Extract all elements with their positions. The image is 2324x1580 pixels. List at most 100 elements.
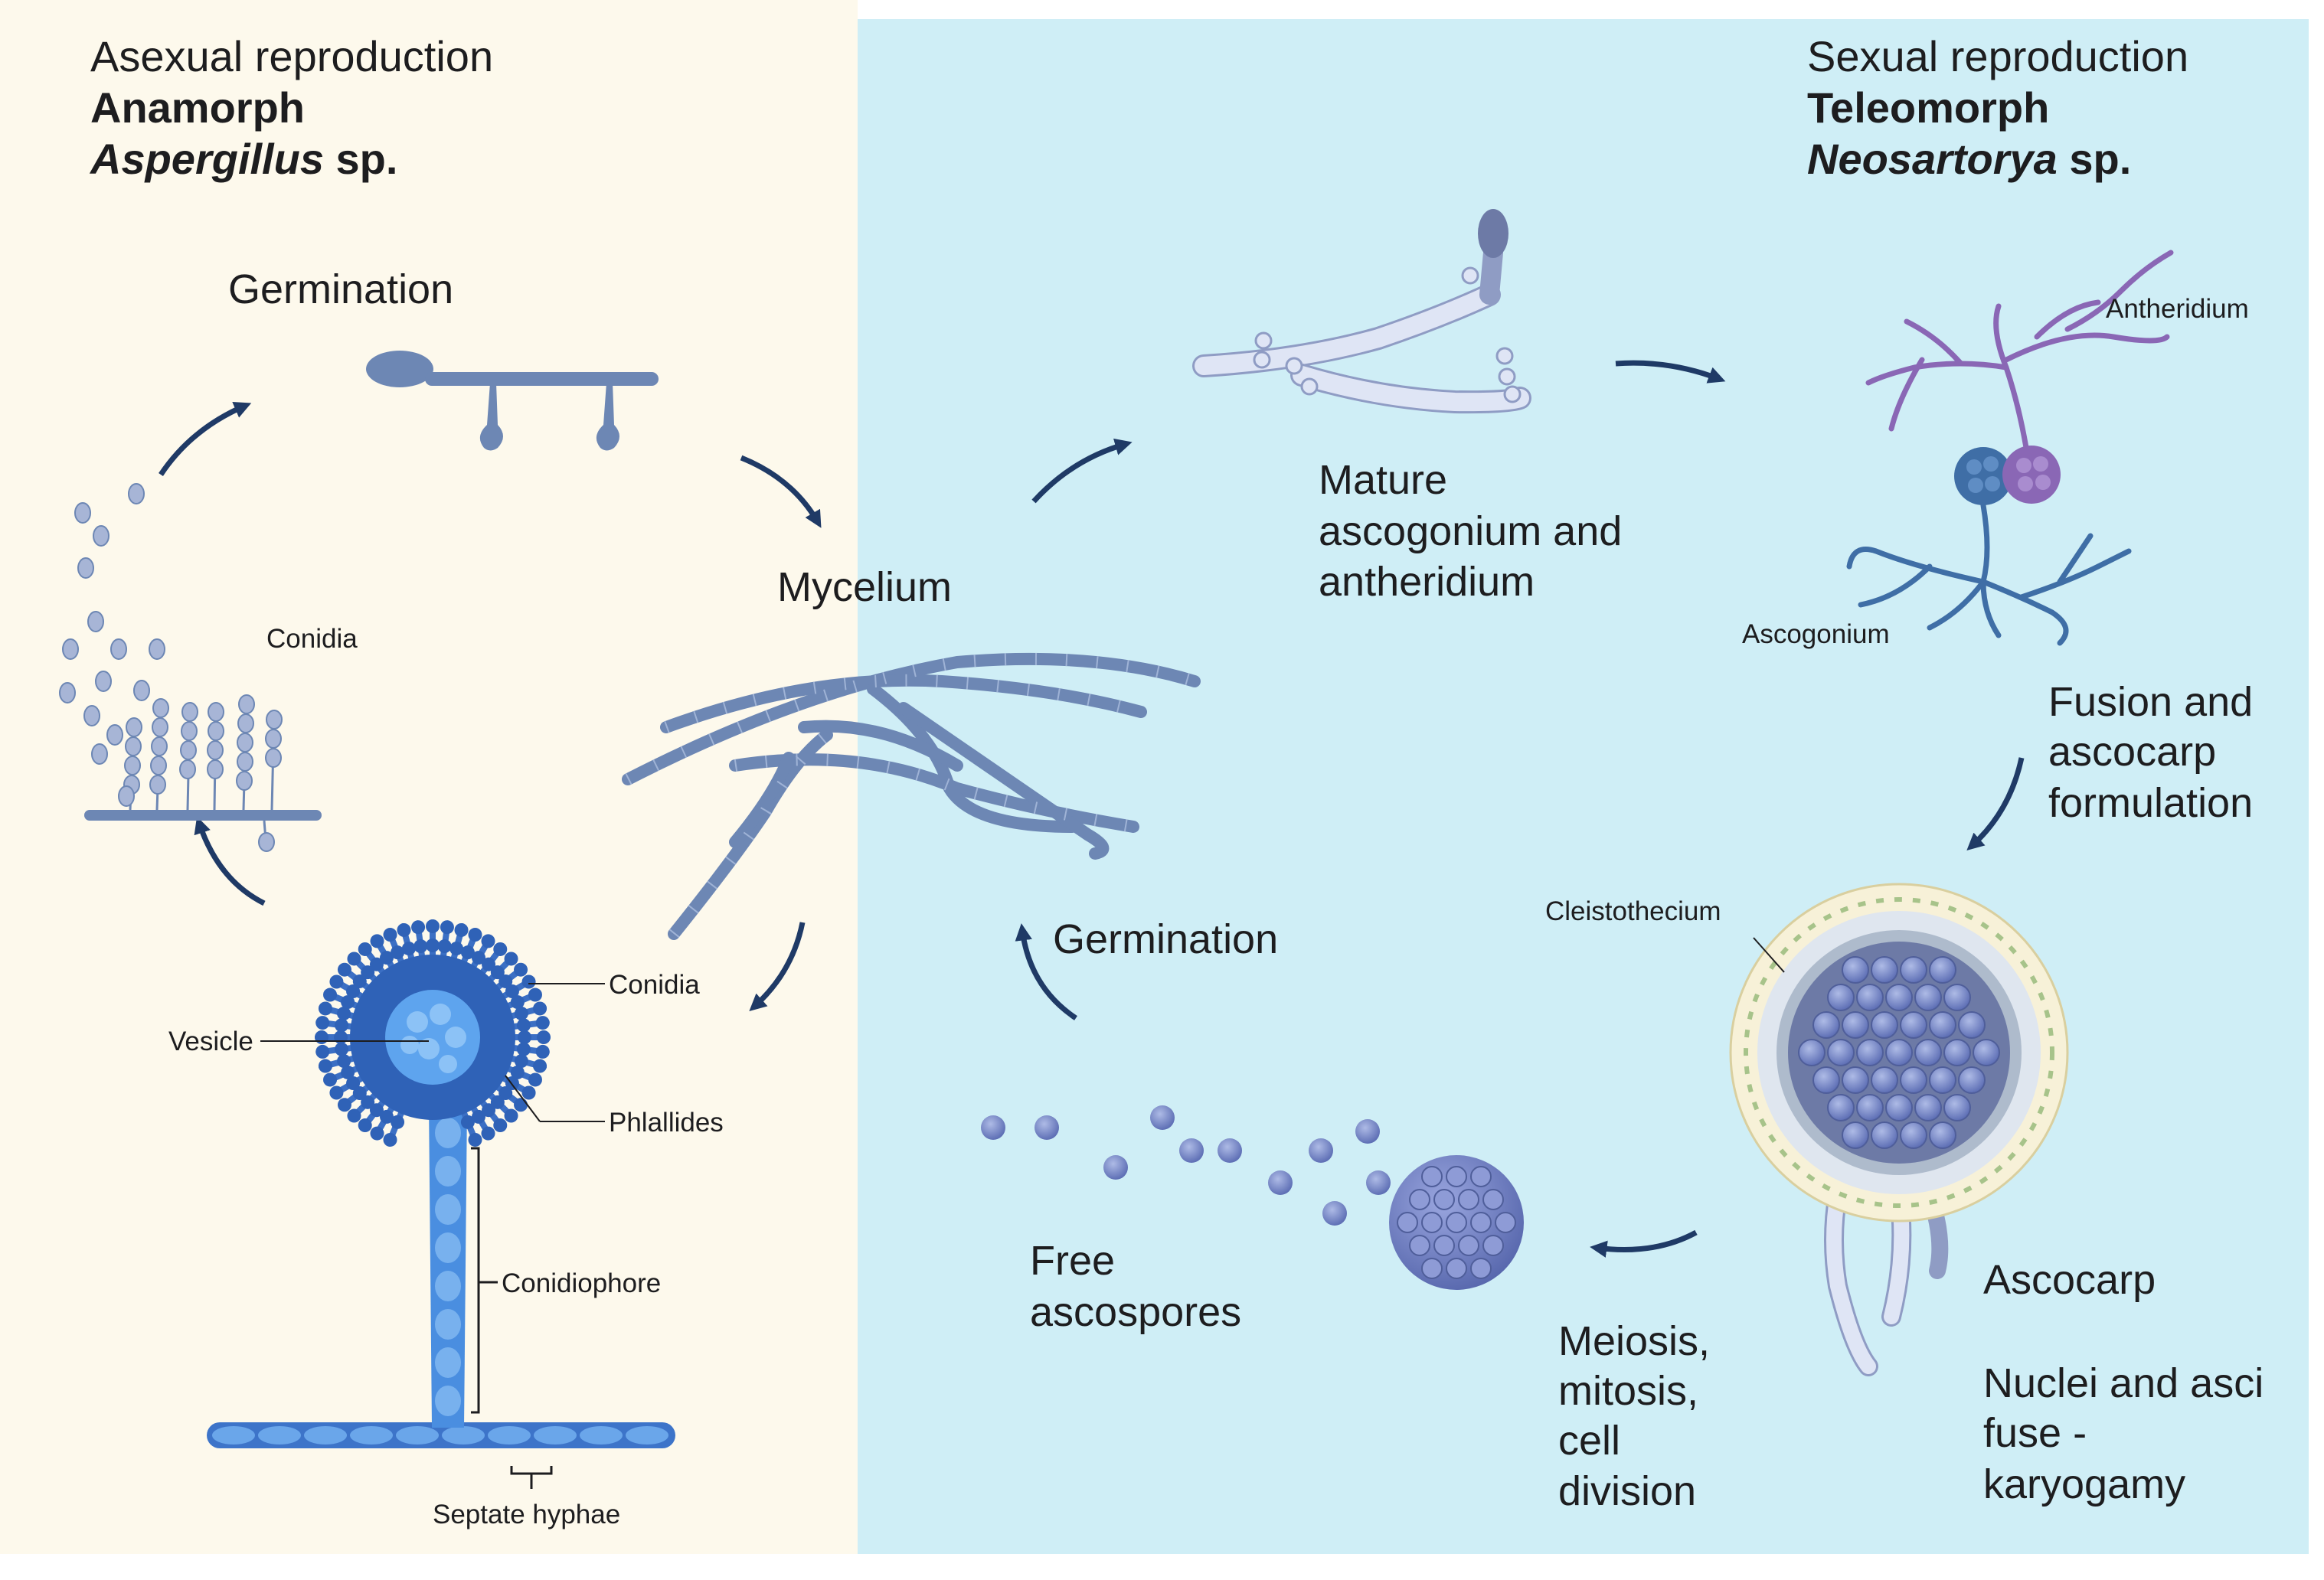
conidium xyxy=(533,1001,547,1016)
cleistothecium-label: Cleistothecium xyxy=(1545,896,1721,926)
conidium xyxy=(493,1118,508,1133)
conidium xyxy=(468,1132,482,1147)
ascospore xyxy=(1433,1235,1455,1256)
conidium xyxy=(533,1059,547,1073)
ascus xyxy=(1958,1066,1986,1094)
conidium xyxy=(490,965,505,980)
ascospore xyxy=(1495,1212,1516,1233)
germinating-conidium xyxy=(366,351,659,451)
conidium xyxy=(315,1044,330,1059)
arrow-germination-to-mycelium xyxy=(740,455,822,528)
conidium xyxy=(537,1030,551,1044)
ascus xyxy=(1900,956,1927,984)
ascospore xyxy=(1470,1166,1492,1187)
ascus xyxy=(1842,1121,1869,1149)
septate-bracket xyxy=(510,1466,553,1489)
conidium xyxy=(510,1065,525,1079)
conidium xyxy=(347,952,361,966)
arrow-mycelium-to-conidiophore xyxy=(749,922,806,1011)
conidium xyxy=(535,1016,550,1030)
conidium xyxy=(347,1108,361,1123)
ascospore xyxy=(1397,1212,1418,1233)
conidium xyxy=(352,1086,367,1101)
conidium xyxy=(318,1001,332,1016)
ascus xyxy=(1871,956,1898,984)
free-ascospores xyxy=(981,1105,1391,1226)
ascus xyxy=(1914,984,1942,1011)
ascus xyxy=(1943,984,1971,1011)
conidium xyxy=(337,1098,351,1112)
ascogonium-label: Ascogonium xyxy=(1742,619,1890,649)
ascus xyxy=(1885,1039,1913,1066)
arrow-mature-to-fusion xyxy=(1615,360,1726,384)
ascus xyxy=(1827,1094,1855,1121)
sexual-heading: Sexual reproduction xyxy=(1807,32,2188,80)
conidium xyxy=(370,934,384,948)
ascospore xyxy=(1433,1189,1455,1210)
ascospore xyxy=(1482,1189,1504,1210)
conidium xyxy=(449,942,464,956)
ascus xyxy=(1871,1066,1898,1094)
cleistothecium xyxy=(1729,883,2069,1376)
conidiophore-label: Conidiophore xyxy=(502,1268,661,1298)
conidium xyxy=(361,965,375,980)
ascus xyxy=(1812,1011,1840,1039)
cleistothecium-leader xyxy=(1753,937,1785,973)
ascus xyxy=(1900,1121,1927,1149)
conidium xyxy=(514,1006,528,1020)
conidium xyxy=(528,1072,542,1087)
ascospore xyxy=(1446,1258,1467,1279)
ascus xyxy=(1900,1066,1927,1094)
ascospore xyxy=(1458,1235,1479,1256)
arrow-ascocarp-to-ascus xyxy=(1590,1229,1698,1258)
conidium xyxy=(516,1018,531,1033)
conidium xyxy=(370,1126,384,1141)
conidium xyxy=(383,928,397,942)
sexual-species: Neosartorya sp. xyxy=(1807,135,2131,183)
conidium xyxy=(358,1118,372,1133)
conidium xyxy=(397,922,411,937)
ascus xyxy=(1856,984,1884,1011)
germination-bottom-label: Germination xyxy=(1053,916,1278,962)
ascospore xyxy=(1421,1166,1443,1187)
conidium xyxy=(490,1095,505,1109)
conidium xyxy=(460,945,475,960)
conidium xyxy=(369,957,384,971)
ascus xyxy=(1885,1094,1913,1121)
ascospore xyxy=(1446,1212,1467,1233)
arrow-conidiophore-to-conidia xyxy=(194,816,266,906)
asexual-panel-background xyxy=(0,0,858,1554)
ascospore xyxy=(1470,1212,1492,1233)
conidium xyxy=(481,934,495,948)
conidium xyxy=(460,1115,475,1129)
ascus xyxy=(1856,1039,1884,1066)
conidium xyxy=(334,1030,348,1044)
conidium xyxy=(341,995,355,1010)
ascus xyxy=(1929,1121,1956,1149)
conidium xyxy=(337,962,351,977)
sexual-panel-background xyxy=(858,19,2309,1554)
ascus xyxy=(1885,984,1913,1011)
asexual-stage: Anamorph xyxy=(90,83,305,132)
fusion-label-line2: ascocarp xyxy=(2048,729,2216,775)
conidium xyxy=(505,984,519,998)
phialides-label: Phlallides xyxy=(609,1108,724,1138)
ascus xyxy=(1871,1121,1898,1149)
ascogonium-hyphae xyxy=(1846,502,2132,646)
vesicle-label: Vesicle xyxy=(168,1027,253,1056)
ascus xyxy=(1929,956,1956,984)
conidium xyxy=(329,1085,344,1100)
ascus xyxy=(1827,1039,1855,1066)
conidium xyxy=(337,1006,351,1020)
conidium xyxy=(481,1126,495,1141)
ascus xyxy=(1842,956,1869,984)
ascus xyxy=(1914,1039,1942,1066)
conidiophore-bracket xyxy=(471,1147,498,1414)
ascus xyxy=(1943,1094,1971,1121)
ascus xyxy=(1856,1094,1884,1121)
conidium xyxy=(413,939,428,954)
ruptured-ascus xyxy=(1389,1155,1524,1290)
mature-hyphae xyxy=(1192,209,1531,414)
germination-top-label: Germination xyxy=(228,266,453,312)
conidium xyxy=(352,974,367,988)
